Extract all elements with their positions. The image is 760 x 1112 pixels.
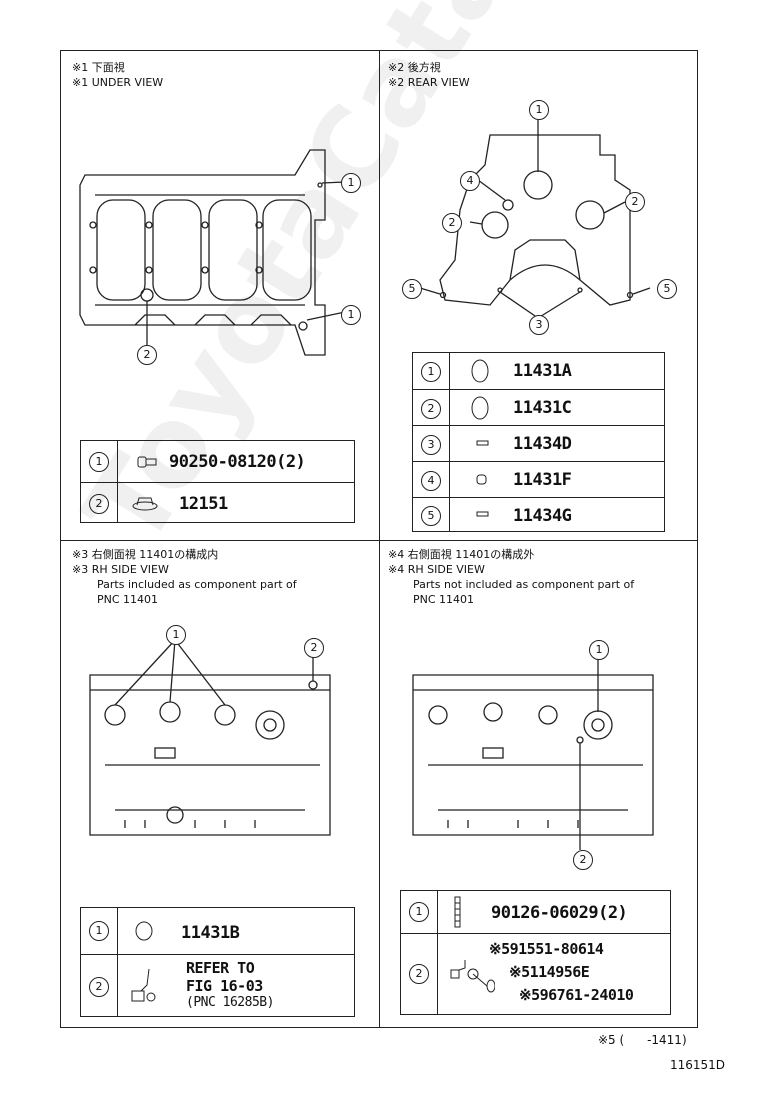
number-column — [401, 891, 438, 1014]
table-row: 1 90126-06029(2) — [401, 891, 670, 933]
stud-icon — [454, 896, 461, 928]
part-number: 11434D — [513, 434, 572, 454]
sensor-icon — [131, 968, 156, 1002]
callout-1-upper: 1 — [341, 173, 361, 193]
footnote: ※5 ( -1411) — [598, 1033, 687, 1047]
disc-plug-icon — [135, 921, 153, 941]
refer-to-label: REFER TO — [186, 959, 255, 977]
part-number-2: ※5114956E — [509, 963, 590, 981]
pnc-reference: (PNC 16285B) — [186, 995, 274, 1010]
callout-2-right: 2 — [625, 192, 645, 212]
number-column — [81, 908, 118, 1016]
plug-icon — [137, 456, 157, 468]
callout-2: 2 — [137, 345, 157, 365]
part-number: 12151 — [179, 494, 228, 514]
row-number: 4 — [421, 471, 441, 491]
part-number: 90250-08120(2) — [169, 452, 306, 472]
part-number: 11431B — [181, 923, 240, 943]
row-number: 3 — [421, 435, 441, 455]
callout-1: 1 — [529, 100, 549, 120]
bolt-oring-icon — [450, 960, 495, 993]
table-row: 2 12151 — [81, 482, 354, 524]
part-number: 11431A — [513, 361, 572, 381]
callout-1: 1 — [166, 625, 186, 645]
parts-table-rear-view: 1 11431A 2 11431C 3 11434D 4 11431F 5 11… — [412, 352, 665, 532]
figure-reference: FIG 16-03 — [186, 977, 263, 995]
row-number: 1 — [89, 921, 109, 941]
number-column — [81, 441, 118, 522]
panel4-note: Parts not included as component part of — [413, 578, 635, 591]
part-number-3: ※596761-24010 — [519, 986, 634, 1004]
row-number: 2 — [409, 964, 429, 984]
table-row: 2 REFER TO FIG 16-03 (PNC 16285B) — [81, 954, 354, 1018]
under-view-drawing — [79, 149, 346, 356]
callout-2: 2 — [304, 638, 324, 658]
disc-plug-icon — [471, 396, 489, 420]
callout-3: 3 — [529, 315, 549, 335]
cap-icon — [132, 497, 158, 511]
part-number-1: ※591551-80614 — [489, 940, 604, 958]
table-row: 1 11431B — [81, 908, 354, 954]
callout-1: 1 — [589, 640, 609, 660]
table-row: 4 11431F — [413, 461, 664, 498]
row-number: 1 — [421, 362, 441, 382]
small-plug-icon — [476, 474, 487, 485]
rh-side-view-drawing-excluded — [412, 658, 654, 850]
parts-table-under-view: 1 90250-08120(2) 2 12151 — [80, 440, 355, 523]
panel3-pnc: PNC 11401 — [97, 593, 159, 606]
figure-code: 116151D — [670, 1058, 726, 1072]
rear-view-drawing — [419, 120, 651, 319]
panel1-title-jp: ※1 下面視 — [72, 61, 125, 74]
callout-5-right: 5 — [657, 279, 677, 299]
table-row: 1 90250-08120(2) — [81, 441, 354, 482]
callout-1-lower: 1 — [341, 305, 361, 325]
table-row: 2 ※591551-80614 ※5114956E ※596761-24010 — [401, 933, 670, 1016]
table-row: 2 11431C — [413, 389, 664, 426]
panel2-title-en: ※2 REAR VIEW — [388, 76, 470, 89]
panel4-title-jp: ※4 右側面視 11401の構成外 — [388, 548, 535, 561]
row-number: 1 — [89, 452, 109, 472]
panel2-title-jp: ※2 後方視 — [388, 61, 441, 74]
callout-2: 2 — [573, 850, 593, 870]
row-number: 2 — [89, 977, 109, 997]
callout-2-left: 2 — [442, 213, 462, 233]
part-number: 90126-06029(2) — [491, 903, 628, 923]
disc-plug-icon — [471, 359, 489, 383]
pin-icon — [476, 511, 489, 517]
part-number: 11434G — [513, 506, 572, 526]
table-row: 5 11434G — [413, 497, 664, 533]
panel-divider-horizontal — [60, 540, 698, 541]
number-column — [413, 353, 450, 531]
panel4-pnc: PNC 11401 — [413, 593, 475, 606]
panel4-title-en: ※4 RH SIDE VIEW — [388, 563, 485, 576]
pin-icon — [476, 440, 489, 446]
panel3-note: Parts included as component part of — [97, 578, 297, 591]
panel3-title-en: ※3 RH SIDE VIEW — [72, 563, 169, 576]
rh-side-view-drawing-included — [89, 639, 331, 836]
panel1-title-en: ※1 UNDER VIEW — [72, 76, 164, 89]
row-number: 5 — [421, 506, 441, 526]
panel3-title-jp: ※3 右側面視 11401の構成内 — [72, 548, 219, 561]
row-number: 2 — [421, 399, 441, 419]
parts-table-rh-side-included: 1 11431B 2 REFER TO FIG 16-03 (PNC 16285… — [80, 907, 355, 1017]
callout-5-left: 5 — [402, 279, 422, 299]
table-row: 3 11434D — [413, 425, 664, 462]
part-number: 11431F — [513, 470, 572, 490]
row-number: 1 — [409, 902, 429, 922]
row-number: 2 — [89, 494, 109, 514]
table-row: 1 11431A — [413, 353, 664, 389]
parts-table-rh-side-excluded: 1 90126-06029(2) 2 ※591551-80614 ※511495… — [400, 890, 671, 1015]
panel-divider-vertical — [379, 50, 380, 1028]
part-number: 11431C — [513, 398, 572, 418]
callout-4: 4 — [460, 171, 480, 191]
